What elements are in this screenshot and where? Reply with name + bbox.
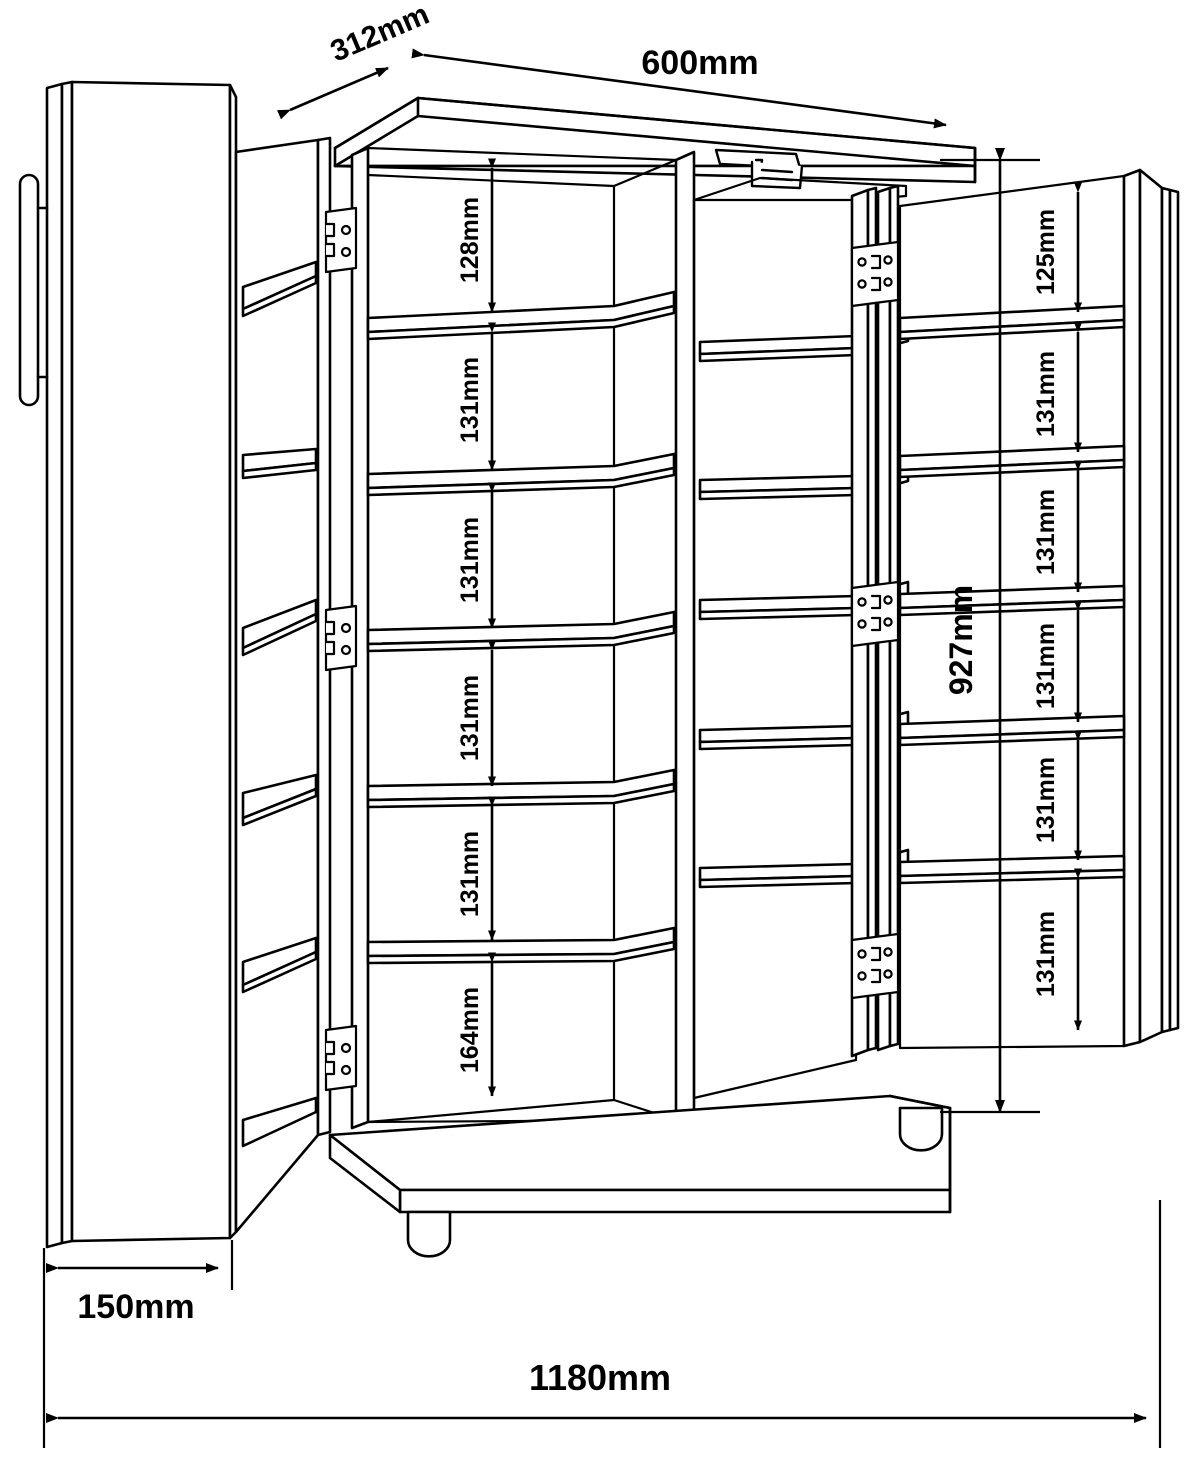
- hinge: [324, 206, 358, 274]
- dim-overall-height: 927mm: [943, 585, 979, 695]
- dim-door-depth: 150mm: [77, 1288, 194, 1326]
- door-handle: [18, 173, 49, 407]
- top-latch-bracket: [714, 148, 804, 190]
- center-left-shelf-group: [366, 290, 676, 965]
- hinge-group-center-door: [850, 240, 900, 1000]
- dim-right-gap-3: 131mm: [1032, 489, 1060, 575]
- left-door-panel: [45, 80, 238, 1249]
- dim-chain-center-labels: 128mm 131mm 131mm 131mm 131mm 164mm: [456, 197, 484, 1073]
- dim-line-top-depth: [277, 66, 389, 120]
- dim-line-top-width: [411, 48, 947, 129]
- right-shelf-group: [898, 304, 1126, 885]
- foot-right: [898, 1106, 944, 1152]
- door-shelf-group: [241, 260, 318, 1148]
- hinge: [850, 932, 900, 1000]
- dim-center-gap-6: 164mm: [456, 987, 484, 1073]
- foot-left: [406, 1210, 452, 1258]
- door-shelf: [241, 1096, 318, 1148]
- dim-right-gap-6: 131mm: [1032, 911, 1060, 997]
- hinge: [850, 240, 900, 308]
- bottom-panel: [328, 1094, 952, 1214]
- hinge: [324, 1024, 358, 1092]
- right-side-panel: [1122, 168, 1180, 1048]
- dim-overall-width: 1180mm: [529, 1357, 671, 1398]
- dim-top-width: 600mm: [641, 44, 758, 82]
- hinge: [850, 580, 900, 648]
- dim-center-gap-3: 131mm: [456, 517, 484, 603]
- dim-center-gap-4: 131mm: [456, 675, 484, 761]
- hinge: [324, 604, 358, 672]
- center-divider-panel: [674, 150, 696, 1130]
- dim-right-gap-1: 125mm: [1032, 209, 1060, 295]
- dim-top-depth: 312mm: [326, 0, 434, 68]
- hinge-group-left-door: [324, 206, 358, 1092]
- dim-right-gap-2: 131mm: [1032, 351, 1060, 437]
- dim-center-gap-5: 131mm: [456, 831, 484, 917]
- dim-center-gap-2: 131mm: [456, 357, 484, 443]
- dim-right-gap-4: 131mm: [1032, 623, 1060, 709]
- dim-right-gap-5: 131mm: [1032, 757, 1060, 843]
- dim-chain-right-labels: 125mm 131mm 131mm 131mm 131mm 131mm: [1032, 209, 1060, 997]
- dim-center-gap-1: 128mm: [456, 197, 484, 283]
